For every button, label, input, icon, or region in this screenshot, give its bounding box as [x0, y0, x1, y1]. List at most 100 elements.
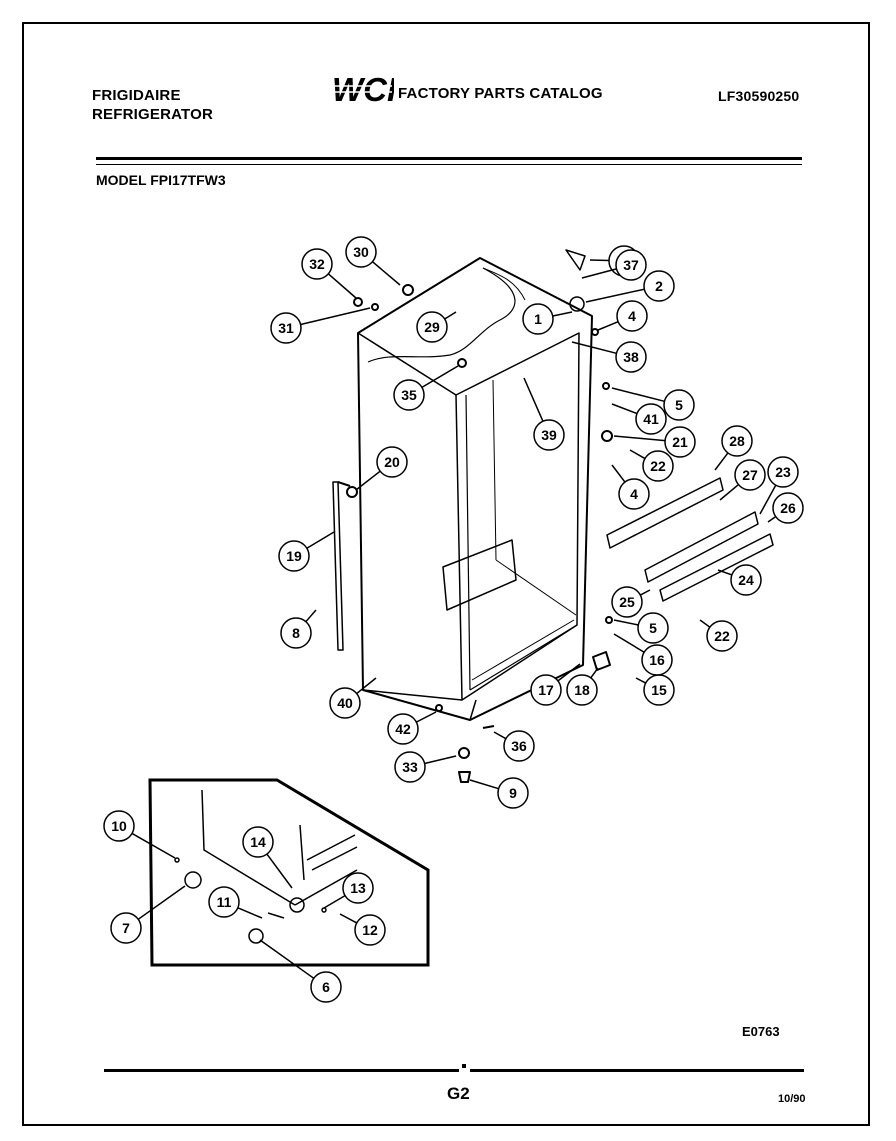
callout-leader — [300, 307, 371, 326]
callout-leader — [237, 907, 263, 919]
callout-leader — [699, 619, 711, 628]
callout-18: 18 — [566, 667, 599, 706]
callout-2: 2 — [585, 270, 675, 303]
callout-29: 29 — [416, 311, 457, 343]
callout-leader — [639, 589, 651, 596]
callout-37: 37 — [581, 249, 647, 281]
callout-leader — [717, 569, 733, 576]
callout-circle — [208, 886, 240, 918]
callout-number: 32 — [309, 256, 325, 272]
callout-number: 39 — [541, 427, 557, 443]
callout-36: 36 — [493, 730, 535, 762]
callout-13: 13 — [323, 872, 374, 909]
callout-9: 9 — [469, 777, 529, 809]
callout-circle — [393, 379, 425, 411]
callout-circle — [641, 644, 673, 676]
callout-leader — [613, 633, 645, 653]
callout-circle — [530, 674, 562, 706]
callout-leader — [714, 452, 729, 471]
callout-21: 21 — [613, 426, 696, 458]
callout-7: 7 — [110, 885, 186, 944]
callout-leader — [613, 619, 639, 626]
footer-rule-mark — [462, 1064, 466, 1068]
callout-leader — [557, 663, 581, 682]
callout-number: 5 — [675, 397, 683, 413]
callout-number: 41 — [643, 411, 659, 427]
callout-31: 31 — [270, 307, 371, 344]
callout-leader — [629, 449, 646, 460]
callout-leader — [635, 677, 647, 684]
callout-leader — [493, 731, 507, 740]
callout-23: 23 — [759, 456, 799, 515]
callout-circle — [730, 564, 762, 596]
callout-circle — [616, 300, 648, 332]
callout-circle — [270, 312, 302, 344]
callout-leader — [131, 832, 176, 859]
callout-22: 22 — [629, 449, 674, 482]
callout-number: 21 — [672, 434, 688, 450]
callout-circle — [503, 730, 535, 762]
callout-10: 10 — [103, 810, 176, 859]
callout-17: 17 — [530, 663, 581, 706]
product-type: REFRIGERATOR — [92, 106, 214, 123]
callout-leader — [613, 435, 666, 442]
callout-16: 16 — [613, 633, 673, 676]
callout-circle — [376, 446, 408, 478]
callout-leader — [597, 321, 619, 331]
callout-41: 41 — [611, 403, 667, 435]
callout-20: 20 — [355, 446, 408, 491]
callout-leader — [371, 261, 401, 286]
catalog-number: LF30590250 — [718, 88, 800, 104]
callout-leader — [523, 377, 544, 422]
callout-leader — [266, 853, 293, 889]
callout-circle — [637, 612, 669, 644]
callout-number: 35 — [401, 387, 417, 403]
callout-number: 30 — [353, 244, 369, 260]
callout-number: 4 — [628, 308, 636, 324]
callout-circle — [345, 236, 377, 268]
callout-circle — [611, 586, 643, 618]
callout-circle — [533, 419, 565, 451]
inset-detail-box — [148, 778, 430, 967]
brand-block: FRIGIDAIRE REFRIGERATOR — [92, 86, 213, 124]
header-rule-thin — [96, 164, 802, 165]
cabinet-liner — [455, 332, 580, 701]
callout-number: 22 — [650, 458, 666, 474]
callout-number: 24 — [738, 572, 754, 588]
callout-circle — [664, 426, 696, 458]
callout-number: 7 — [122, 920, 130, 936]
callout-leader — [339, 913, 358, 924]
callout-circle — [522, 303, 554, 335]
callout-circle — [706, 620, 738, 652]
callout-circle — [354, 914, 386, 946]
callout-circle — [566, 674, 598, 706]
callout-number: 25 — [619, 594, 635, 610]
callout-number: 18 — [574, 682, 590, 698]
callout-leader — [137, 885, 186, 920]
callout-number: 13 — [350, 880, 366, 896]
callout-4: 4 — [597, 300, 648, 332]
callout-circle — [342, 872, 374, 904]
callout-38: 38 — [571, 341, 647, 373]
callout-number: 23 — [775, 464, 791, 480]
callout-30: 30 — [345, 236, 401, 286]
callout-leader — [571, 341, 617, 355]
callout-24: 24 — [717, 564, 762, 596]
callout-number: 14 — [250, 834, 266, 850]
callout-leader — [444, 311, 457, 320]
callout-circle — [734, 459, 766, 491]
callout-number: 37 — [623, 257, 639, 273]
callout-circle — [329, 687, 361, 719]
header-rule — [96, 157, 802, 160]
callout-leader — [581, 268, 617, 279]
callout-circle — [635, 403, 667, 435]
callout-number: 5 — [649, 620, 657, 636]
callout-number: 19 — [286, 548, 302, 564]
callout-4: 4 — [611, 464, 650, 510]
callout-leader — [327, 273, 357, 299]
footer-rule-right — [470, 1069, 804, 1072]
callout-circle — [110, 912, 142, 944]
callout-circle — [618, 478, 650, 510]
callout-leader — [421, 365, 459, 389]
